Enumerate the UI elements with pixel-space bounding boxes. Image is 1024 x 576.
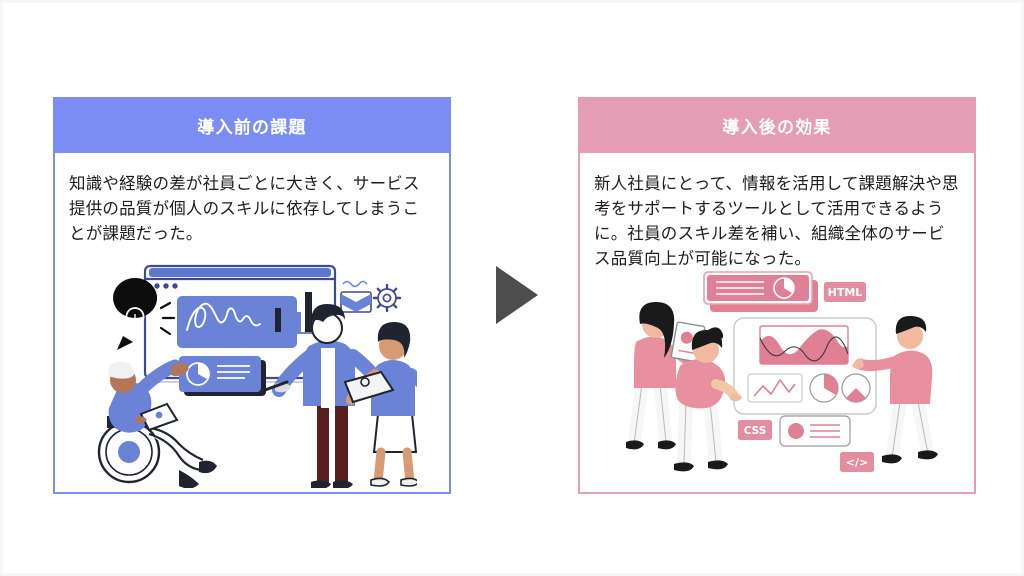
card-after-text: 新人社員にとって、情報を活用して課題解決や思考をサポートするツールとして活用でき… xyxy=(594,174,959,269)
person-laptop xyxy=(343,322,417,487)
person-tablet xyxy=(626,302,706,450)
right-arrow xyxy=(496,266,538,324)
person-bending xyxy=(674,327,742,472)
person-wheelchair-laptop xyxy=(97,359,217,488)
tag-css-label: CSS xyxy=(744,425,767,437)
tag-html: HTML xyxy=(824,282,866,302)
browser-dot-1 xyxy=(154,283,160,289)
area-chart-panel xyxy=(759,325,849,365)
card-after-body: 新人社員にとって、情報を活用して課題解決や思考をサポートするツールとして活用でき… xyxy=(578,153,976,494)
card-before-header: 導入前の課題 xyxy=(53,97,451,153)
scribble-panel xyxy=(177,296,297,348)
line-chart xyxy=(747,373,803,403)
card-before: 導入前の課題 知識や経験の差が社員ごとに大きく、サービス提供の品質が個人のスキル… xyxy=(53,97,451,494)
card-before-text: 知識や経験の差が社員ごとに大きく、サービス提供の品質が個人のスキルに依存してしま… xyxy=(69,174,420,244)
card-after-header: 導入後の効果 xyxy=(578,97,976,153)
person-touching-screen xyxy=(852,316,938,464)
tag-code: </> xyxy=(840,452,874,472)
pie-chart-b xyxy=(841,373,871,403)
team-dashboard-illustration-blue xyxy=(97,264,417,488)
gear-icon xyxy=(372,283,402,313)
tag-code-label: </> xyxy=(846,456,868,469)
pie-card xyxy=(179,356,266,396)
browser-dot-3 xyxy=(172,283,178,289)
card-before-title: 導入前の課題 xyxy=(197,117,307,138)
flag-icon xyxy=(340,280,372,313)
bar-chart xyxy=(272,292,317,334)
tag-css: CSS xyxy=(738,420,772,440)
summary-card xyxy=(703,271,818,312)
lightbulb-bubble xyxy=(113,278,176,350)
pie-chart-a xyxy=(809,373,839,403)
tag-html-label: HTML xyxy=(828,286,863,299)
team-analytics-illustration-pink: HTML xyxy=(626,271,938,472)
lightbulb-icon xyxy=(125,307,145,333)
list-card xyxy=(779,415,851,447)
analytics-panel xyxy=(733,317,877,415)
card-before-body: 知識や経験の差が社員ごとに大きく、サービス提供の品質が個人のスキルに依存してしま… xyxy=(53,153,451,494)
browser-dot-2 xyxy=(163,283,169,289)
card-after-title: 導入後の効果 xyxy=(722,117,832,138)
card-after: 導入後の効果 新人社員にとって、情報を活用して課題解決や思考をサポートするツール… xyxy=(578,97,976,494)
